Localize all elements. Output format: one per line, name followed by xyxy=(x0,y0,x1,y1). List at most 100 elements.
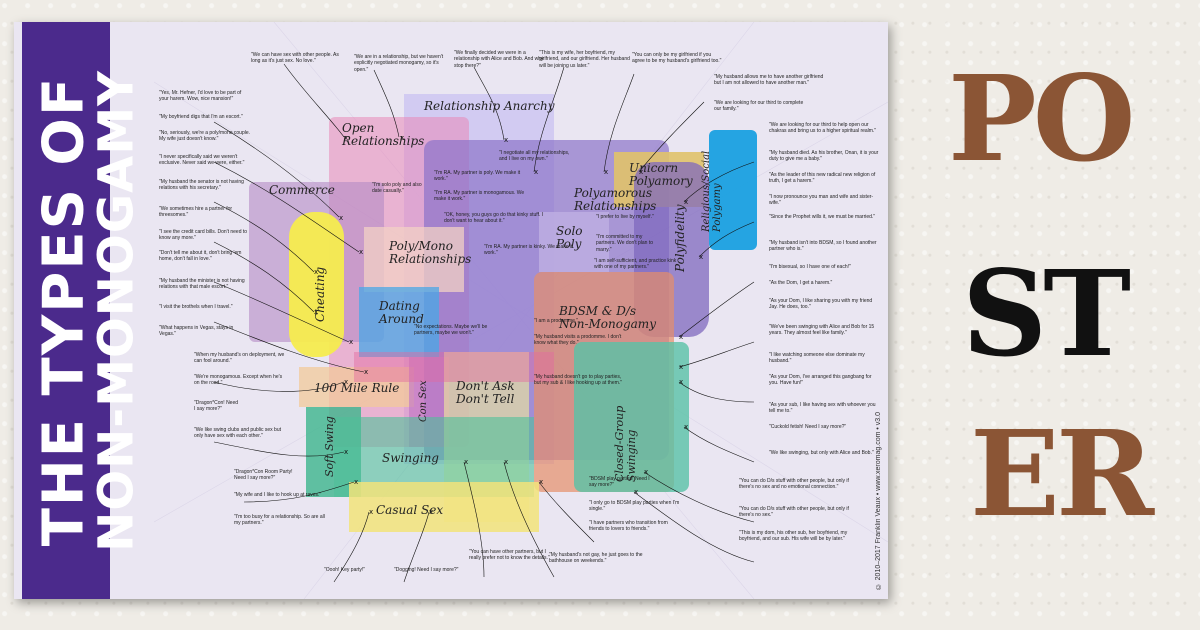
label-relationship-anarchy: Relationship Anarchy xyxy=(424,99,555,113)
quote: "We are looking for our third to help op… xyxy=(769,122,877,135)
svg-text:x: x xyxy=(679,363,683,371)
svg-text:x: x xyxy=(639,168,643,176)
side-title-row-2: ST xyxy=(962,244,1131,383)
credit-line: © 2010–2017 Franklin Veaux • www.xeromag… xyxy=(875,411,882,589)
quote: "My husband the senator is not having re… xyxy=(159,179,244,192)
quote: "Oooh! Key party!" xyxy=(324,567,366,573)
label-cheating: Cheating xyxy=(313,266,327,322)
letter-p: P xyxy=(948,49,1037,188)
quote: "We can have sex with other people. As l… xyxy=(251,52,339,65)
svg-text:x: x xyxy=(349,338,353,346)
svg-text:x: x xyxy=(344,134,348,142)
label-open-relationships: Open Relationships xyxy=(342,121,425,148)
quote: "I only go to BDSM play parties when I'm… xyxy=(589,500,680,513)
quote: "This is my dom, his other sub, her boyf… xyxy=(739,530,848,543)
quote: "Dragon*Con! Need I say more?" xyxy=(194,400,239,413)
svg-text:x: x xyxy=(539,478,543,486)
label-bdsm: BDSM & D/s Non-Monogamy xyxy=(559,304,656,331)
quote: "You can do D/s stuff with other people,… xyxy=(739,506,849,519)
letter-o: O xyxy=(1032,49,1136,188)
label-commerce: Commerce xyxy=(269,183,335,197)
quote: "We like swing clubs and public sex but … xyxy=(194,427,282,440)
svg-text:x: x xyxy=(604,168,608,176)
svg-text:x: x xyxy=(699,253,703,261)
label-unicorn: Unicorn Polyamory xyxy=(629,161,693,188)
svg-text:x: x xyxy=(339,214,343,222)
svg-text:x: x xyxy=(359,248,363,256)
region-dating-around xyxy=(359,287,439,357)
svg-text:x: x xyxy=(364,368,368,376)
overlap-shapes: xxx xxx xxx xxx xxx xxx xxx xxx xxx x xyxy=(154,22,888,599)
quote: "I'm too busy for a relationship. So are… xyxy=(234,514,325,527)
svg-text:x: x xyxy=(534,168,538,176)
quote: "Cuckold fetish! Need I say more?" xyxy=(769,424,847,430)
quote: "I see the credit card bills. Don't need… xyxy=(159,229,248,242)
poster-title-line1: THE TYPES OF xyxy=(31,75,97,547)
quote: "I'm bisexual, so I have one of each!" xyxy=(769,264,851,270)
quote: "Dogging! Need I say more?" xyxy=(394,567,459,573)
quote: "Since the Prophet wills it, we must be … xyxy=(769,214,876,220)
svg-text:x: x xyxy=(504,136,508,144)
svg-text:x: x xyxy=(344,448,348,456)
letter-r: R xyxy=(1055,404,1154,543)
region-religious xyxy=(709,130,757,250)
quote: "We've been swinging with Alice and Bob … xyxy=(769,324,875,337)
quote: "We like swinging, but only with Alice a… xyxy=(769,450,874,456)
label-100-mile: 100 Mile Rule xyxy=(314,381,400,395)
svg-text:x: x xyxy=(314,268,318,276)
quote: "When my husband's on deployment, we can… xyxy=(194,352,285,365)
svg-text:x: x xyxy=(504,458,508,466)
quote: "I prefer to live by myself." xyxy=(596,214,654,220)
svg-text:x: x xyxy=(634,488,638,496)
quote: "What happens in Vegas, stays in Vegas." xyxy=(159,325,234,338)
svg-text:x: x xyxy=(679,333,683,341)
svg-text:x: x xyxy=(644,468,648,476)
quote: "As the Dom, I get a harem." xyxy=(769,280,833,286)
quote: "We are looking for our third to complet… xyxy=(714,100,804,113)
quote: "You can only be my girlfriend if you ag… xyxy=(632,52,722,65)
region-pink-band xyxy=(354,352,554,382)
label-casual-sex: Casual Sex xyxy=(376,503,444,517)
quote: "I'm RA. My partner is poly. We make it … xyxy=(434,170,521,183)
quote: "We finally decided we were in a relatio… xyxy=(454,50,544,69)
svg-text:x: x xyxy=(679,378,683,386)
label-religious: Religious/Social Polygamy xyxy=(701,150,723,232)
quote: "We sometimes hire a partner for threeso… xyxy=(159,206,233,219)
poster-title: THE TYPES OF NON-MONOGAMY xyxy=(31,23,145,600)
quote: "My husband allows me to have another gi… xyxy=(714,74,824,87)
quote: "Yes, Mr. Hefner, I'd love to be part of… xyxy=(159,90,242,103)
quote: "BDSM play parties! Need I say more?" xyxy=(589,476,650,489)
quote: "I'm solo poly and also date casually." xyxy=(372,182,422,195)
svg-text:x: x xyxy=(314,308,318,316)
quote: "My husband visits a prodomme. I don't k… xyxy=(534,334,622,347)
svg-text:x: x xyxy=(684,198,688,206)
quote: "No, seriously, we're a poly/mono couple… xyxy=(159,130,251,143)
quote: "We are in a relationship, but we haven'… xyxy=(354,54,444,73)
quote: "My boyfriend digs that I'm an escort." xyxy=(159,114,243,120)
region-solo-poly xyxy=(539,212,609,272)
svg-text:x: x xyxy=(464,458,468,466)
quote: "Don't tell me about it, don't bring 'em… xyxy=(159,250,242,263)
label-dont-ask: Don't Ask Don't Tell xyxy=(456,379,515,406)
quote: "You can do D/s stuff with other people,… xyxy=(739,478,849,491)
quote: "I'm RA. My partner is monogamous. We ma… xyxy=(434,190,525,203)
quote: "Dragon*Con Room Party! Need I say more?… xyxy=(234,469,293,482)
quote: "No expectations. Maybe we'll be partner… xyxy=(414,324,488,337)
label-con-sex: Con Sex xyxy=(418,380,429,422)
quote: "I'm committed to my partners. We don't … xyxy=(596,234,654,253)
quote: "OK, honey, you guys go do that kinky st… xyxy=(444,212,544,225)
quote: "You can have other partners, but I real… xyxy=(469,549,550,562)
side-title-row-3: ER xyxy=(970,404,1154,543)
quote: "I never specifically said we weren't ex… xyxy=(159,154,245,167)
svg-text:x: x xyxy=(369,508,373,516)
quote: "I have partners who transition from fri… xyxy=(589,520,668,533)
poster-title-line2: NON-MONOGAMY xyxy=(88,70,145,552)
letter-e: E xyxy=(970,404,1060,543)
quote: "My wife and I like to hook up at raves.… xyxy=(234,492,322,498)
region-100-mile xyxy=(299,367,414,407)
quote: "My husband isn't into BDSM, so I found … xyxy=(769,240,877,253)
letter-t: T xyxy=(1043,244,1131,383)
svg-text:x: x xyxy=(684,423,688,431)
quote: "I am self-sufficient, and practice kink… xyxy=(594,258,677,271)
